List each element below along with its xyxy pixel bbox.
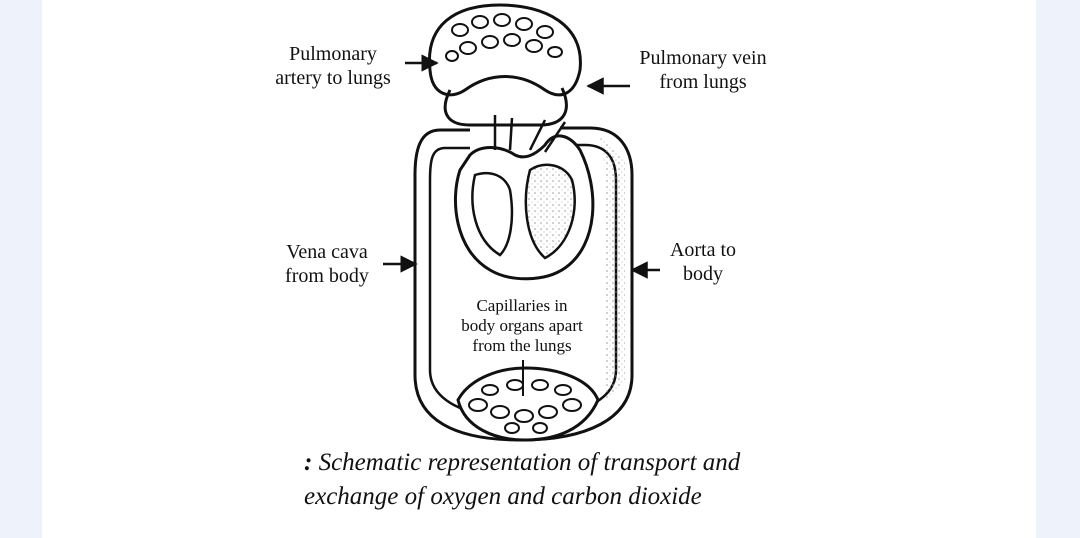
caption-line-2: exchange of oxygen and carbon dioxide	[304, 483, 702, 510]
caption-line-1: : Schematic representation of transport …	[304, 449, 741, 476]
aorta-label: Aorta to body	[669, 239, 737, 285]
capillaries-label: Capillaries in body organs apart from th…	[461, 296, 583, 355]
lung-capillaries	[427, 3, 582, 127]
heart	[454, 115, 595, 281]
pulmonary-vein-label: Pulmonary vein from lungs	[639, 47, 767, 93]
figure-caption: : Schematic representation of transport …	[304, 446, 904, 514]
body-capillaries	[456, 366, 600, 442]
vena-cava-label: Vena cava from body	[285, 241, 369, 287]
pulmonary-artery-label: Pulmonary artery to lungs	[275, 43, 391, 89]
